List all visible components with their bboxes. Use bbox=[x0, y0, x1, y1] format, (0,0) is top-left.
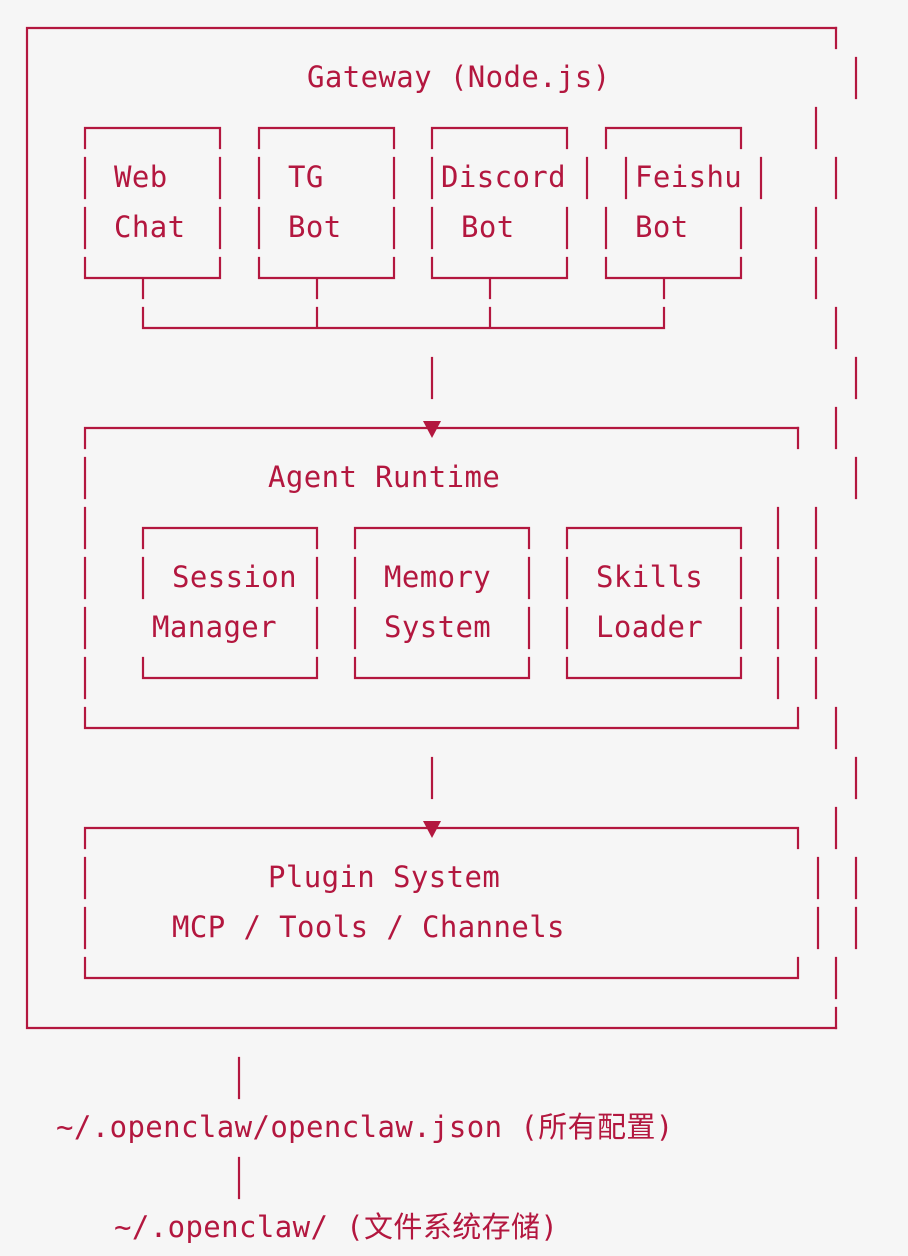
module-box-memory-system bbox=[353, 526, 531, 680]
runtime-title: Agent Runtime bbox=[268, 460, 501, 494]
plugin-subtitle: MCP / Tools / Channels bbox=[172, 910, 565, 944]
module-skills-loader-line2: Loader bbox=[596, 610, 704, 644]
config-file-path: ~/.openclaw/openclaw.json (所有配置) bbox=[56, 1110, 674, 1144]
module-session-manager-line2: Manager bbox=[152, 610, 278, 644]
runtime-frame bbox=[83, 426, 800, 730]
channel-box-web-chat bbox=[83, 126, 222, 280]
runtime-to-plugin-connector bbox=[423, 756, 441, 838]
channel-connectors bbox=[141, 278, 666, 438]
channel-web-chat-line1: Web bbox=[114, 160, 168, 194]
channel-box-tg-bot bbox=[257, 126, 396, 280]
module-skills-loader-line1: Skills bbox=[596, 560, 704, 594]
channel-discord-bot-line2: Bot bbox=[461, 210, 515, 244]
module-box-skills-loader bbox=[565, 526, 743, 680]
module-memory-system-line1: Memory bbox=[384, 560, 492, 594]
channel-box-feishu-bot bbox=[604, 126, 763, 280]
gateway-title: Gateway (Node.js) bbox=[307, 60, 611, 94]
channel-feishu-bot-line2: Bot bbox=[635, 210, 689, 244]
channel-tg-bot-line1: TG bbox=[288, 160, 324, 194]
plugin-frame bbox=[83, 826, 820, 980]
channel-discord-bot-line1: Discord bbox=[441, 160, 567, 194]
gateway-frame bbox=[25, 26, 858, 1030]
plugin-title: Plugin System bbox=[268, 860, 501, 894]
module-box-session-manager bbox=[141, 526, 319, 680]
channel-box-discord-bot bbox=[430, 126, 589, 280]
module-session-manager-line1: Session bbox=[172, 560, 298, 594]
channel-web-chat-line2: Chat bbox=[114, 210, 186, 244]
channel-feishu-bot-line1: Feishu bbox=[635, 160, 743, 194]
data-directory-path: ~/.openclaw/ (文件系统存储) bbox=[114, 1210, 559, 1244]
module-memory-system-line2: System bbox=[384, 610, 492, 644]
channel-tg-bot-line2: Bot bbox=[288, 210, 342, 244]
